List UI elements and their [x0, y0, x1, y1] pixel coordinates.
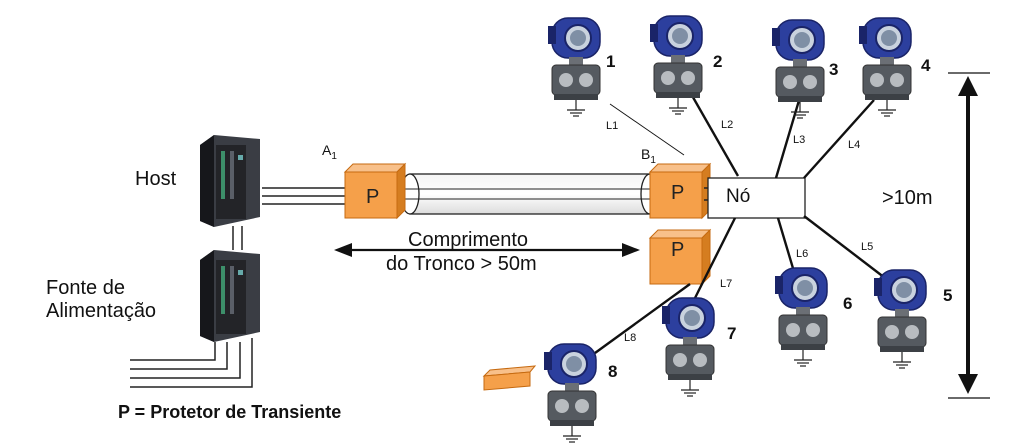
- legend-text: P = Protetor de Transiente: [118, 402, 342, 422]
- spur-label-l1: L1: [606, 120, 619, 132]
- point-b-label: B1: [641, 146, 656, 166]
- node-label: Nó: [726, 186, 751, 207]
- trunk-cable: [400, 173, 660, 215]
- power-supply-label-1: Fonte de: [46, 277, 125, 299]
- spur-label-l2: L2: [721, 119, 734, 131]
- device-number-6: 6: [843, 294, 853, 313]
- transmitter-6: [774, 267, 828, 367]
- transmitter-5: [873, 269, 927, 369]
- device-number-4: 4: [921, 56, 931, 75]
- spur-lines: [594, 91, 886, 354]
- trunk-length-label-2: do Tronco > 50m: [386, 253, 537, 275]
- power-supply-cabinet: [200, 250, 260, 342]
- device-number-1: 1: [606, 52, 616, 71]
- transmitter-7: [661, 297, 715, 397]
- protector-loose: [482, 365, 537, 391]
- device-number-3: 3: [829, 60, 839, 79]
- trunk-length-arrow: [334, 243, 640, 257]
- point-a-label: A1: [322, 142, 337, 162]
- transmitter-1: [547, 17, 601, 117]
- host-link: [262, 187, 345, 205]
- spur-label-l3: L3: [793, 134, 806, 146]
- spur-label-l8: L8: [624, 332, 637, 344]
- transmitter-8: [543, 343, 597, 443]
- host-cabinet: [200, 135, 260, 227]
- protector-spur-letter: P: [671, 239, 685, 261]
- transmitter-4: [858, 17, 912, 117]
- device-number-7: 7: [727, 324, 737, 343]
- junction-node: [707, 177, 806, 219]
- distance-label: >10m: [882, 187, 933, 209]
- trunk-length-label-1: Comprimento: [408, 229, 529, 251]
- spur-label-l7: L7: [720, 278, 733, 290]
- device-number-2: 2: [713, 52, 723, 71]
- device-number-5: 5: [943, 286, 953, 305]
- power-cables: [130, 338, 253, 388]
- device-number-8: 8: [608, 362, 618, 381]
- power-supply-label-2: Alimentação: [46, 300, 157, 322]
- spur-label-l4: L4: [848, 139, 861, 151]
- protector-b1-letter: P: [671, 182, 685, 204]
- host-label: Host: [135, 168, 177, 190]
- spur-label-l5: L5: [861, 241, 874, 253]
- spur-label-l6: L6: [796, 248, 809, 260]
- protector-a1-letter: P: [366, 186, 380, 208]
- distance-arrow: [948, 72, 990, 399]
